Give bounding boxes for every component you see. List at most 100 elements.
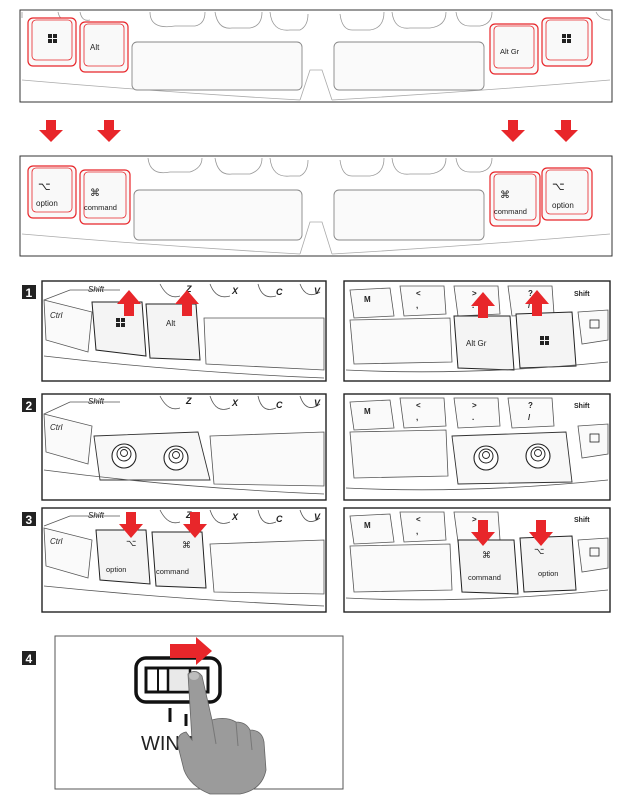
right-command-key: [489, 171, 541, 227]
greater-than-key-label: >: [472, 515, 477, 524]
step-3: 3 Shift Z X C V Ctrl ⌥ option ⌘ command: [22, 507, 611, 613]
option-key-label: option: [552, 201, 574, 210]
command-key-label: command: [468, 573, 501, 582]
step-2-left-panel: Shift Z X C V Ctrl: [41, 393, 327, 501]
option-symbol-icon: ⌥: [534, 546, 544, 556]
option-key-label: option: [538, 569, 558, 578]
x-key-label: X: [231, 398, 239, 408]
down-arrows: [39, 120, 578, 142]
windows-icon: [562, 34, 571, 43]
down-arrow-icon: [529, 520, 553, 546]
step-2-right-panel: M < , > . ? / Shift: [343, 393, 611, 501]
top-panel-after: ⌥ option ⌘ command ⌘ command ⌥ option: [19, 155, 613, 257]
less-than-key-label: <: [416, 515, 421, 524]
menu-key-icon: [589, 319, 600, 329]
command-symbol-icon: ⌘: [182, 540, 191, 550]
up-arrow-icon: [525, 290, 549, 316]
down-arrow-icon: [554, 120, 578, 142]
down-arrow-icon: [183, 512, 207, 538]
left-space-bar: [131, 41, 303, 91]
step-1: 1 Shift Z X C V Ctrl Alt M <: [22, 280, 611, 382]
m-key-label: M: [364, 407, 371, 416]
alt-key-label: Alt: [90, 43, 100, 52]
step-3-right-panel: M < , > Shift ⌘ command ⌥ option: [343, 507, 611, 613]
down-arrow-icon: [39, 120, 63, 142]
shift-key-label: Shift: [574, 403, 590, 410]
left-command-key: [79, 169, 131, 225]
up-arrow-icon: [175, 290, 199, 316]
step-2-number: 2: [26, 399, 33, 413]
m-key-label: M: [364, 521, 371, 530]
v-key-label: V: [314, 512, 321, 522]
option-symbol-icon: ⌥: [126, 538, 136, 548]
windows-icon: [48, 34, 57, 43]
v-key-label: V: [314, 286, 321, 296]
option-key-label: option: [36, 199, 58, 208]
shift-key-label: Shift: [88, 511, 105, 520]
step-4: 4 WIN OS X: [22, 635, 344, 795]
down-arrow-icon: [119, 512, 143, 538]
win-mode-label: WIN: [141, 733, 180, 755]
option-symbol-icon: ⌥: [38, 181, 51, 193]
windows-icon: [116, 318, 125, 327]
up-arrow-icon: [471, 292, 495, 318]
command-symbol-icon: ⌘: [90, 188, 100, 199]
right-option-key: [541, 167, 593, 221]
key-switch-stem-icon: [473, 445, 499, 471]
command-key-label: command: [156, 567, 189, 576]
key-switch-stem-icon: [111, 443, 137, 469]
comma-key-label: ,: [416, 527, 418, 536]
m-key-label: M: [364, 295, 371, 304]
less-than-key-label: <: [416, 401, 421, 410]
left-alt-key: [79, 21, 129, 73]
shift-key-label: Shift: [88, 397, 105, 406]
windows-icon: [540, 336, 549, 345]
menu-key-icon: [589, 433, 600, 443]
command-key-label: command: [84, 203, 117, 212]
right-arrow-icon: [170, 637, 212, 665]
step-1-left-panel: Shift Z X C V Ctrl Alt: [41, 280, 327, 382]
step-2: 2 Shift Z X C V Ctrl: [22, 393, 611, 501]
c-key-label: C: [276, 514, 283, 524]
step-3-left-panel: Shift Z X C V Ctrl ⌥ option ⌘ command: [41, 507, 327, 613]
comma-key-label: ,: [416, 301, 418, 310]
slash-key-label: /: [528, 413, 531, 422]
right-altgr-key: [489, 23, 539, 75]
greater-than-key-label: >: [472, 401, 477, 410]
top-panel-before: Alt Alt Gr: [19, 9, 613, 103]
less-than-key-label: <: [416, 289, 421, 298]
os-mode-switch: [134, 656, 222, 704]
down-arrow-icon: [471, 520, 495, 546]
shift-key-label: Shift: [574, 517, 590, 524]
ctrl-key-label: Ctrl: [50, 537, 63, 546]
down-arrow-icon: [501, 120, 525, 142]
x-key-label: X: [231, 286, 239, 296]
step-3-number: 3: [26, 513, 33, 527]
up-arrow-icon: [117, 290, 141, 316]
altgr-key-label: Alt Gr: [500, 47, 520, 56]
v-key-label: V: [314, 398, 321, 408]
command-symbol-icon: ⌘: [500, 190, 510, 201]
slash-key-label: /: [528, 301, 531, 310]
question-key-label: ?: [528, 401, 533, 410]
right-space-bar: [333, 41, 485, 91]
period-key-label: .: [472, 413, 474, 422]
comma-key-label: ,: [416, 413, 418, 422]
z-key-label: Z: [185, 396, 192, 406]
option-symbol-icon: ⌥: [552, 181, 565, 193]
z-key-label: Z: [185, 510, 192, 520]
ctrl-key-label: Ctrl: [50, 423, 63, 432]
alt-key-label: Alt: [166, 319, 176, 328]
step-1-right-panel: M < , > . ? / Shift Alt Gr: [343, 280, 611, 382]
left-option-key: [27, 165, 77, 219]
command-symbol-icon: ⌘: [482, 550, 491, 560]
shift-key-label: Shift: [574, 291, 590, 298]
altgr-key-label: Alt Gr: [466, 339, 487, 348]
down-arrow-icon: [97, 120, 121, 142]
x-key-label: X: [231, 512, 239, 522]
ctrl-key-label: Ctrl: [50, 311, 63, 320]
key-switch-stem-icon: [163, 445, 189, 471]
shift-key-label: Shift: [88, 285, 105, 294]
step-1-number: 1: [26, 286, 33, 300]
